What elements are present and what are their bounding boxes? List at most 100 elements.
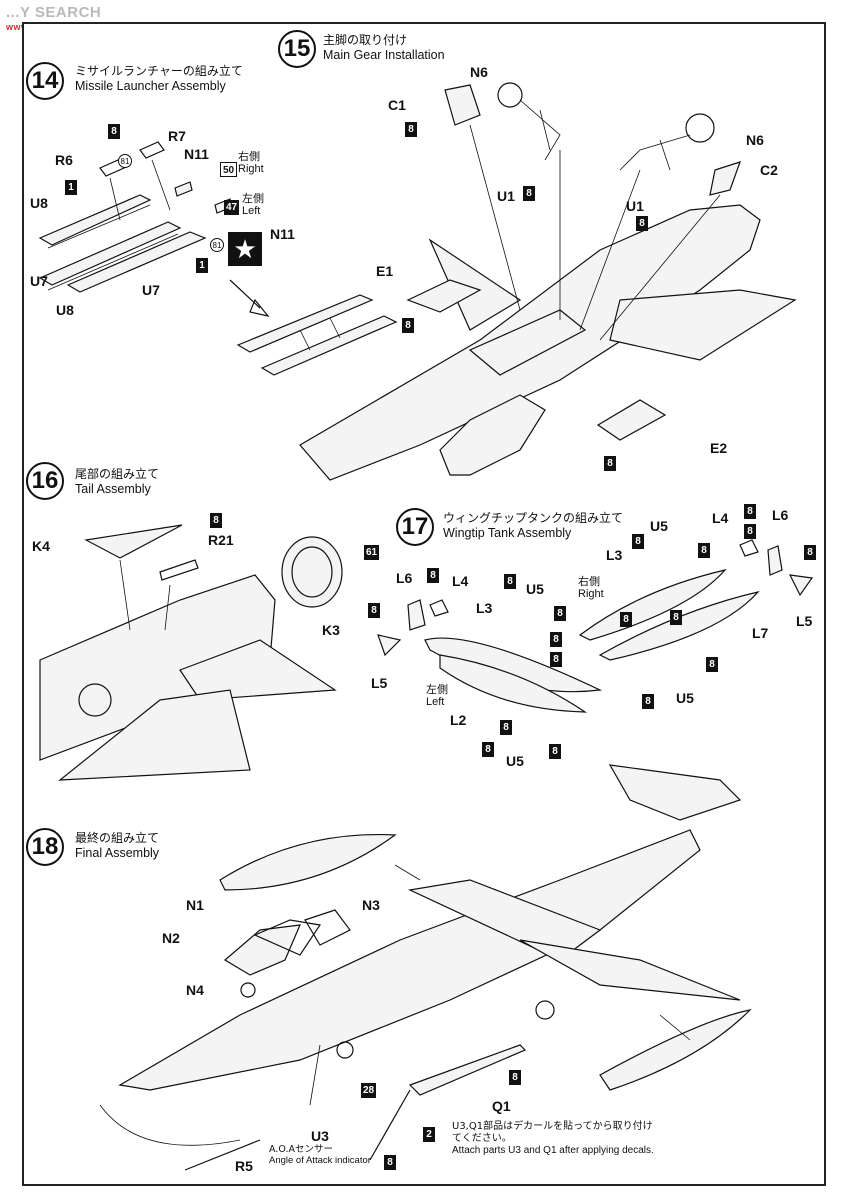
step-17-title: ウィングチップタンクの組み立て Wingtip Tank Assembly bbox=[443, 511, 623, 541]
color-code: 47 bbox=[224, 200, 240, 215]
side-jp: 左側 bbox=[242, 192, 264, 205]
part-label: U3 bbox=[311, 1128, 329, 1144]
part-label: L6 bbox=[396, 570, 413, 586]
side-right-label: 右側 Right bbox=[238, 150, 264, 176]
part-label: C2 bbox=[760, 162, 778, 178]
color-code: 8 bbox=[744, 524, 756, 539]
paint-ref-circle: 81 bbox=[118, 154, 132, 168]
step-15-title-jp: 主脚の取り付け bbox=[323, 33, 408, 47]
step-18-title-jp: 最終の組み立て bbox=[75, 831, 160, 845]
side-en: Left bbox=[426, 696, 445, 708]
paint-ref-circle: 81 bbox=[210, 238, 224, 252]
step-14-title-en: Missile Launcher Assembly bbox=[75, 79, 226, 93]
part-label: L4 bbox=[712, 510, 729, 526]
color-code: 1 bbox=[65, 180, 77, 195]
part-label: R5 bbox=[235, 1158, 253, 1174]
decal-attach-note: U3,Q1部品はデカールを貼ってから取り付け てください。 Attach par… bbox=[452, 1121, 654, 1157]
step-16-title-en: Tail Assembly bbox=[75, 482, 151, 496]
color-code: 8 bbox=[500, 720, 512, 735]
color-code: 8 bbox=[620, 612, 632, 627]
color-code: 8 bbox=[384, 1155, 396, 1170]
part-label: R7 bbox=[168, 128, 186, 144]
tail-assembly-art bbox=[39, 524, 343, 781]
part-label: N1 bbox=[186, 897, 204, 913]
side-jp: 右側 bbox=[578, 575, 600, 588]
color-code: 8 bbox=[698, 543, 710, 558]
color-code: 8 bbox=[642, 694, 654, 709]
part-label: U8 bbox=[30, 195, 48, 211]
part-label: U5 bbox=[650, 518, 668, 534]
part-label: U7 bbox=[30, 273, 48, 289]
color-code: 8 bbox=[504, 574, 516, 589]
part-label: N11 bbox=[184, 146, 209, 162]
color-code: 8 bbox=[108, 124, 120, 139]
color-code: 8 bbox=[636, 216, 648, 231]
color-code: 8 bbox=[550, 632, 562, 647]
part-label: U1 bbox=[626, 198, 644, 214]
color-code: 8 bbox=[550, 652, 562, 667]
step-15-title-en: Main Gear Installation bbox=[323, 48, 445, 62]
final-assembly-art bbox=[99, 764, 752, 1171]
part-label: U1 bbox=[497, 188, 515, 204]
part-label: N6 bbox=[746, 132, 764, 148]
color-code: 8 bbox=[554, 606, 566, 621]
color-code: 8 bbox=[632, 534, 644, 549]
color-code: 8 bbox=[549, 744, 561, 759]
launcher-rail-assembly bbox=[236, 294, 398, 376]
part-label: L3 bbox=[606, 547, 623, 563]
part-label: U5 bbox=[506, 753, 524, 769]
color-code: 8 bbox=[210, 513, 222, 528]
part-label: E1 bbox=[376, 263, 394, 279]
part-label: L6 bbox=[772, 507, 789, 523]
color-code: 8 bbox=[670, 610, 682, 625]
step-17-title-en: Wingtip Tank Assembly bbox=[443, 526, 572, 540]
color-code: 1 bbox=[196, 258, 208, 273]
note-en: Attach parts U3 and Q1 after applying de… bbox=[452, 1145, 654, 1156]
part-label: N11 bbox=[270, 226, 295, 242]
side-jp: 左側 bbox=[426, 683, 448, 696]
color-code: 8 bbox=[509, 1070, 521, 1085]
step-16-number: 16 bbox=[26, 462, 64, 500]
step-16-title: 尾部の組み立て Tail Assembly bbox=[75, 467, 159, 497]
star-decal-icon: ★ bbox=[228, 232, 262, 266]
color-code: 8 bbox=[604, 456, 616, 471]
color-code: 8 bbox=[368, 603, 380, 618]
part-label: U5 bbox=[676, 690, 694, 706]
part-label: U7 bbox=[142, 282, 160, 298]
step-16-title-jp: 尾部の組み立て bbox=[75, 467, 160, 481]
missile-launcher-parts bbox=[38, 141, 270, 317]
side-jp: 右側 bbox=[238, 150, 260, 163]
step-15-title: 主脚の取り付け Main Gear Installation bbox=[323, 33, 445, 63]
side-left-label: 左側 Left bbox=[242, 192, 264, 218]
part-label: C1 bbox=[388, 97, 406, 113]
part-label: N6 bbox=[470, 64, 488, 80]
color-code: 8 bbox=[405, 122, 417, 137]
part-label: K3 bbox=[322, 622, 340, 638]
color-code: 61 bbox=[364, 545, 380, 560]
step-17-title-jp: ウィングチップタンクの組み立て bbox=[443, 511, 624, 525]
color-code: 8 bbox=[804, 545, 816, 560]
color-code: 28 bbox=[361, 1083, 377, 1098]
part-label: L5 bbox=[371, 675, 388, 691]
step-18-title-en: Final Assembly bbox=[75, 846, 160, 860]
step-18-title: 最終の組み立て Final Assembly bbox=[75, 831, 159, 861]
step-14-number: 14 bbox=[26, 62, 64, 100]
part-label: L7 bbox=[752, 625, 769, 641]
note-jp-line2: てください。 bbox=[452, 1133, 512, 1144]
part-label: L2 bbox=[450, 712, 467, 728]
part-label: N4 bbox=[186, 982, 204, 998]
part-label: Q1 bbox=[492, 1098, 511, 1114]
step-15-number: 15 bbox=[278, 30, 316, 68]
part-label: E2 bbox=[710, 440, 728, 456]
aoa-sensor-caption: A.O.Aセンサー Angle of Attack indicator bbox=[269, 1144, 371, 1166]
part-label: N3 bbox=[362, 897, 380, 913]
part-label: R6 bbox=[55, 152, 73, 168]
step-14-title-jp: ミサイルランチャーの組み立て bbox=[75, 64, 243, 78]
color-code: 8 bbox=[706, 657, 718, 672]
color-code: 8 bbox=[523, 186, 535, 201]
step-18-number: 18 bbox=[26, 828, 64, 866]
step-14-title: ミサイルランチャーの組み立て Missile Launcher Assembly bbox=[75, 64, 243, 94]
step-17-number: 17 bbox=[396, 508, 434, 546]
color-code: 8 bbox=[744, 504, 756, 519]
